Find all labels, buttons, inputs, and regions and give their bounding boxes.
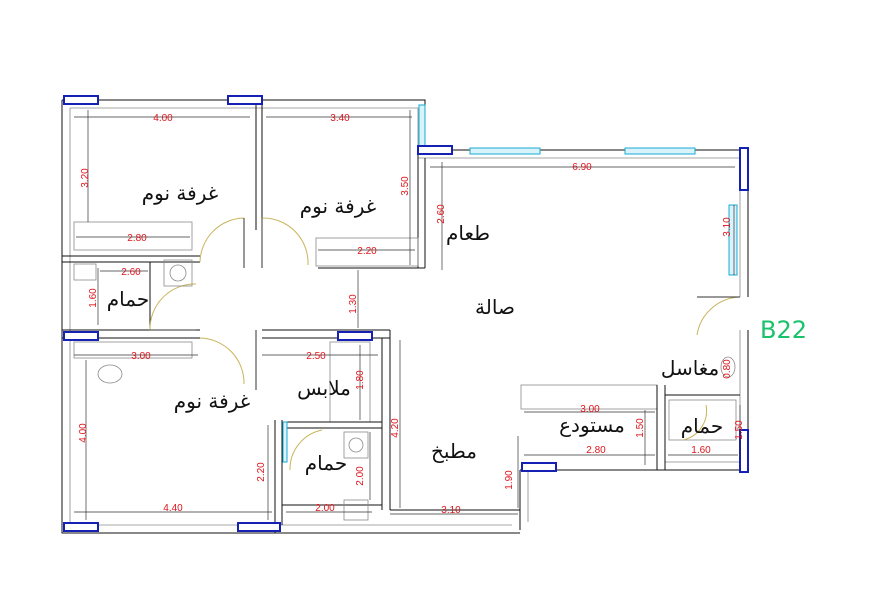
dim-400-left: 4.00 [78, 423, 89, 443]
door-sinks [696, 296, 741, 336]
room-kitchen: مطبخ [431, 439, 477, 463]
dim-160-right: 1.60 [691, 445, 711, 456]
dim-420: 4.20 [390, 418, 401, 438]
dim-150-right: 1.50 [734, 420, 745, 440]
toilet-bed3 [97, 364, 123, 384]
dim-220-bath: 2.20 [256, 462, 267, 482]
window-top-2 [624, 147, 696, 155]
sink-bath-bottom [343, 431, 369, 459]
door-bath-bottom [289, 429, 323, 471]
door-bed1 [199, 217, 245, 263]
room-bath-left: حمام [107, 287, 149, 311]
room-bedroom-top-middle: غرفة نوم [300, 194, 376, 218]
dim-180: 1.80 [355, 370, 366, 390]
sink-right [720, 356, 736, 378]
door-bed2 [261, 217, 309, 266]
dim-310-bottom: 3.10 [441, 505, 461, 516]
window-bath [282, 421, 288, 463]
doors [149, 217, 741, 471]
dim-150-store: 1.50 [635, 418, 646, 438]
room-closet: ملابس [297, 376, 351, 400]
room-storage: مستودع [559, 413, 625, 437]
dim-690: 6.90 [572, 162, 592, 173]
room-bedroom-top-left: غرفة نوم [142, 181, 218, 205]
dim-250: 2.50 [306, 351, 326, 362]
dim-350: 3.50 [400, 176, 411, 196]
dim-200-bath-h: 2.00 [315, 503, 335, 514]
dim-300-left: 3.00 [131, 351, 151, 362]
outer-walls [61, 99, 749, 534]
dim-200-bath-v: 2.00 [355, 466, 366, 486]
dim-300-store: 3.00 [580, 404, 600, 415]
dim-080: 0.80 [722, 359, 733, 379]
dim-220-bed: 2.20 [357, 246, 377, 257]
columns [63, 95, 749, 532]
door-bath-left [149, 283, 197, 331]
dim-400-top: 4.00 [153, 113, 173, 124]
room-bath-bottom: حمام [305, 451, 347, 475]
dim-260-bath: 2.60 [121, 267, 141, 278]
door-bath-right [682, 404, 708, 441]
room-bedroom-bottom-left: غرفة نوم [174, 389, 250, 413]
dim-130: 1.30 [348, 294, 359, 314]
room-hall: صالة [475, 295, 515, 319]
toilet-bath-bottom [343, 499, 369, 521]
fixtures [73, 259, 736, 521]
room-dining: طعام [446, 221, 490, 245]
dimension-text: 4.00 3.40 3.20 3.50 6.90 2.60 2.80 2.20 … [78, 113, 745, 516]
plan-code: B22 [760, 316, 807, 344]
dim-160-bath: 1.60 [88, 288, 99, 308]
dim-280-store: 2.80 [586, 445, 606, 456]
dimension-lines [74, 110, 741, 520]
window-top-1 [469, 147, 541, 155]
room-labels: غرفة نوم غرفة نوم طعام صالة حمام غرفة نو… [107, 181, 723, 475]
dim-320: 3.20 [80, 168, 91, 188]
toilet-left [73, 263, 97, 281]
dim-440: 4.40 [163, 503, 183, 514]
door-bed3 [199, 337, 245, 385]
dim-260-dining: 2.60 [436, 204, 447, 224]
room-bath-right: حمام [681, 414, 723, 438]
window-right [728, 204, 738, 276]
sink-left [163, 259, 193, 287]
dim-280-bed: 2.80 [127, 233, 147, 244]
dim-310-right: 3.10 [722, 217, 733, 237]
interior-walls [62, 100, 740, 533]
dim-190: 1.90 [504, 470, 515, 490]
dim-340: 3.40 [330, 113, 350, 124]
window-corner [418, 104, 426, 151]
windows [282, 104, 738, 463]
room-sinks: مغاسل [661, 356, 719, 380]
